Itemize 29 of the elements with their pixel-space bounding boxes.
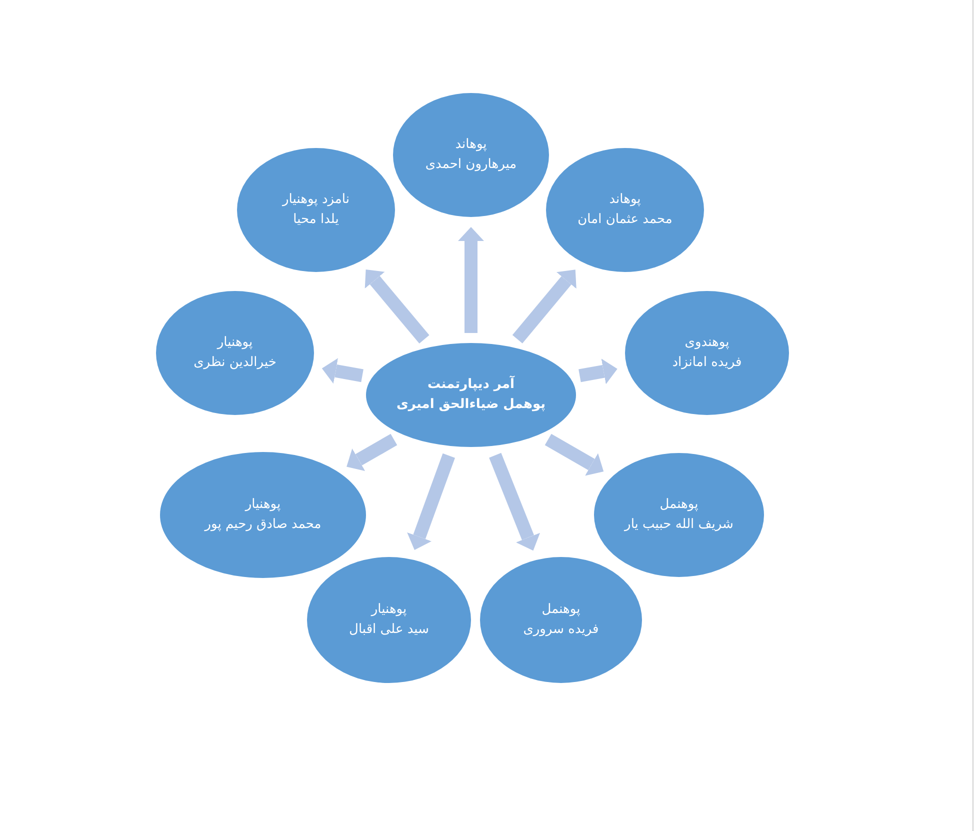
block-arrow	[364, 269, 430, 344]
name-label: فریده سروری	[523, 622, 599, 638]
title-label: پوهاند	[609, 192, 641, 208]
name-label: محمد عثمان امان	[578, 212, 672, 228]
name-label: شریف الله حبیب یار	[624, 517, 734, 533]
name-label: میرهارون احمدی	[425, 157, 517, 173]
block-arrow	[578, 358, 618, 384]
title-label: پوهنمل	[660, 497, 698, 513]
name-label: سید علی اقبال	[349, 622, 429, 638]
name-label: یلدا محیا	[293, 212, 339, 228]
title-label: پوهندوی	[684, 335, 730, 351]
title-label: پوهنیار	[371, 602, 407, 618]
block-arrow	[407, 453, 455, 550]
name-label: محمد صادق رحیم پور	[204, 517, 322, 533]
name-label: پوهمل ضیاءالحق امیری	[396, 397, 546, 413]
block-arrow	[346, 434, 398, 472]
name-label: خیرالدین نظری	[194, 355, 276, 371]
block-arrow	[544, 434, 604, 476]
block-arrow	[322, 358, 364, 384]
block-arrow	[458, 227, 484, 333]
title-label: پوهنمل	[542, 602, 580, 618]
title-label: پوهاند	[455, 137, 487, 153]
block-arrow	[489, 452, 540, 551]
block-arrow	[512, 270, 576, 344]
name-label: فریده امانزاد	[672, 355, 742, 371]
title-label: پوهنیار	[217, 335, 253, 351]
title-label: نامزد پوهنیار	[282, 192, 350, 208]
title-label: آمر دیپارتمنت	[427, 377, 514, 393]
title-label: پوهنیار	[245, 497, 281, 513]
